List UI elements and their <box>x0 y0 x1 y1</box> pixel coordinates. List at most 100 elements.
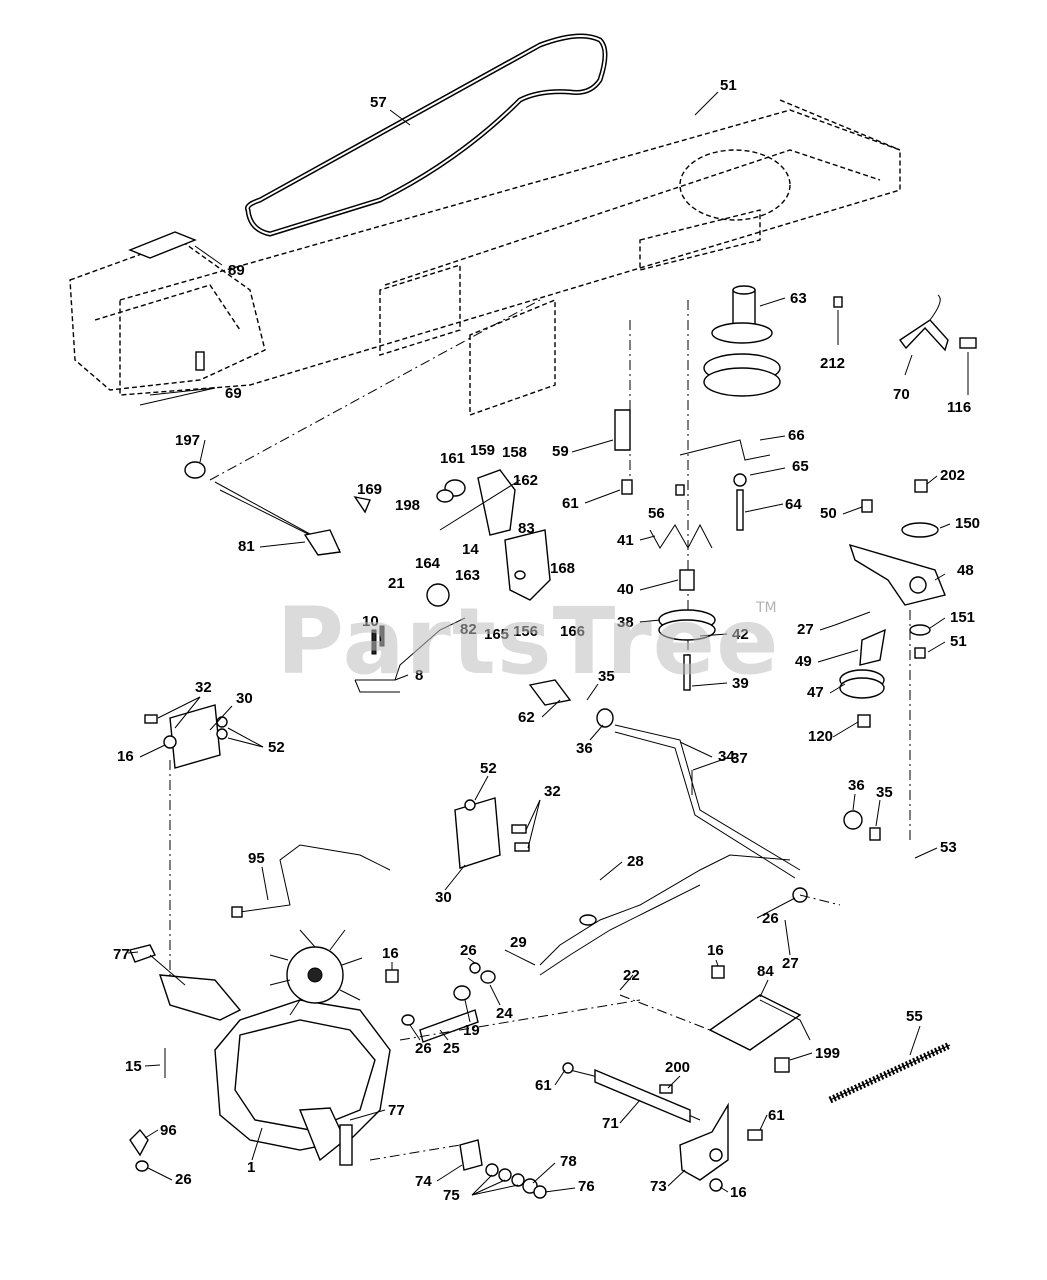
callout-14: 14 <box>462 541 479 558</box>
callout-116: 116 <box>947 399 971 416</box>
callout-38: 38 <box>617 614 634 631</box>
callout-164: 164 <box>415 555 441 572</box>
callout-166: 166 <box>560 623 585 640</box>
callout-62: 62 <box>518 709 535 726</box>
rod-71 <box>562 1062 763 1192</box>
callout-56: 56 <box>648 505 665 522</box>
callout-28: 28 <box>627 853 644 870</box>
callout-77: 77 <box>388 1102 405 1119</box>
callout-78: 78 <box>560 1153 577 1170</box>
callout-15: 15 <box>125 1058 142 1075</box>
callout-120: 120 <box>808 728 833 745</box>
callout-27: 27 <box>797 621 814 638</box>
callout-16: 16 <box>730 1184 747 1201</box>
callout-61: 61 <box>768 1107 785 1124</box>
callout-51: 51 <box>720 77 737 94</box>
callout-198: 198 <box>395 497 420 514</box>
callout-48: 48 <box>957 562 974 579</box>
callout-158: 158 <box>502 444 527 461</box>
bracket-30-upper <box>144 704 228 985</box>
callout-51: 51 <box>950 633 967 650</box>
callout-76: 76 <box>578 1178 595 1195</box>
leader-lines <box>127 91 951 1196</box>
pulley-assembly-center <box>614 300 771 691</box>
callout-69: 69 <box>225 385 242 402</box>
callout-55: 55 <box>906 1008 923 1025</box>
callout-30: 30 <box>435 889 452 906</box>
callout-61: 61 <box>562 495 579 512</box>
callout-200: 200 <box>665 1059 690 1076</box>
callout-32: 32 <box>195 679 212 696</box>
callout-50: 50 <box>820 505 837 522</box>
part-116-bolt <box>959 337 977 395</box>
callout-73: 73 <box>650 1178 667 1195</box>
axle-hardware <box>369 1139 547 1199</box>
callout-16: 16 <box>117 748 134 765</box>
rod-95 <box>231 844 391 918</box>
callout-35: 35 <box>876 784 893 801</box>
bracket-30-lower <box>454 797 530 869</box>
callout-16: 16 <box>707 942 724 959</box>
trademark-mark: TM <box>756 600 777 616</box>
callout-163: 163 <box>455 567 480 584</box>
callout-197: 197 <box>175 432 200 449</box>
callout-71: 71 <box>602 1115 619 1132</box>
callout-40: 40 <box>617 581 634 598</box>
callout-59: 59 <box>552 443 569 460</box>
callout-82: 82 <box>460 621 477 638</box>
callout-95: 95 <box>248 850 265 867</box>
transaxle <box>129 929 391 1172</box>
callout-34: 34 <box>718 748 735 765</box>
callout-66: 66 <box>788 427 805 444</box>
idler-assembly <box>834 479 946 840</box>
callout-1: 1 <box>247 1159 255 1176</box>
callout-42: 42 <box>732 626 749 643</box>
rod-28-22 <box>539 854 841 976</box>
callout-169: 169 <box>357 481 382 498</box>
callout-39: 39 <box>732 675 749 692</box>
callout-83: 83 <box>518 520 535 537</box>
shaft-81 <box>184 299 541 556</box>
callout-32: 32 <box>544 783 561 800</box>
callout-16: 16 <box>382 945 399 962</box>
part-70-rod <box>898 294 949 376</box>
callout-26: 26 <box>415 1040 432 1057</box>
callout-26: 26 <box>460 942 477 959</box>
callout-41: 41 <box>617 532 634 549</box>
part-89 <box>128 231 223 266</box>
callout-52: 52 <box>480 760 497 777</box>
callout-26: 26 <box>762 910 779 927</box>
callout-30: 30 <box>236 690 253 707</box>
callout-52: 52 <box>268 739 285 756</box>
callout-162: 162 <box>513 472 538 489</box>
callout-61: 61 <box>535 1077 552 1094</box>
rod-34 <box>528 679 881 903</box>
callout-74: 74 <box>415 1173 432 1190</box>
callout-25: 25 <box>443 1040 460 1057</box>
callout-212: 212 <box>820 355 845 372</box>
bracket-84 <box>619 965 811 1073</box>
callout-37: 37 <box>731 750 748 767</box>
callout-165: 165 <box>484 626 509 643</box>
callout-75: 75 <box>443 1187 460 1204</box>
callout-36: 36 <box>848 777 865 794</box>
callout-10: 10 <box>362 613 379 630</box>
callout-47: 47 <box>807 684 824 701</box>
callout-77: 77 <box>113 946 130 963</box>
tractor-frame <box>119 99 901 416</box>
callout-156: 156 <box>513 623 538 640</box>
callout-57: 57 <box>370 94 387 111</box>
callout-150: 150 <box>955 515 980 532</box>
callout-labels: 57 51 89 63 212 70 116 69 197 66 59 161 … <box>113 77 980 1204</box>
callout-22: 22 <box>623 967 640 984</box>
callout-26: 26 <box>175 1171 192 1188</box>
callout-19: 19 <box>463 1022 480 1039</box>
callout-84: 84 <box>757 963 774 980</box>
callout-49: 49 <box>795 653 812 670</box>
drive-belt <box>245 33 608 237</box>
callout-81: 81 <box>238 538 255 555</box>
callout-63: 63 <box>790 290 807 307</box>
callout-24: 24 <box>496 1005 513 1022</box>
callout-53: 53 <box>940 839 957 856</box>
callout-29: 29 <box>510 934 527 951</box>
